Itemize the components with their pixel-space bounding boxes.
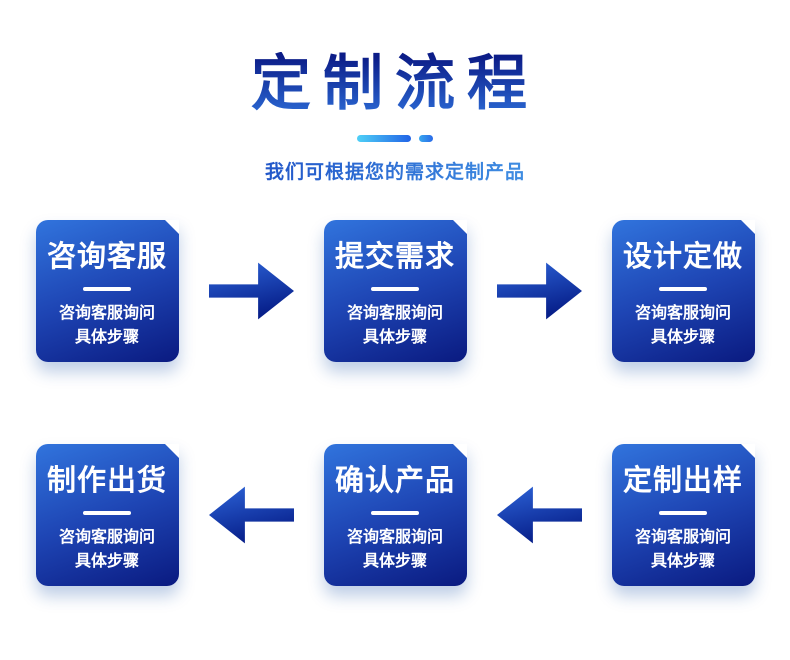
header: 定制流程 我们可根据您的需求定制产品 bbox=[0, 0, 790, 184]
step-desc-line1: 咨询客服询问 bbox=[634, 528, 731, 546]
arrow-cell bbox=[467, 258, 612, 324]
step-desc-line1: 咨询客服询问 bbox=[346, 304, 443, 322]
step-description: 咨询客服询问 具体步骤 bbox=[36, 526, 179, 574]
step-description: 咨询客服询问 具体步骤 bbox=[324, 526, 467, 574]
step-title: 提交需求 bbox=[334, 240, 455, 273]
step-title: 咨询客服 bbox=[46, 240, 167, 273]
step-divider bbox=[83, 510, 131, 515]
arrow-cell bbox=[179, 482, 324, 548]
step-description: 咨询客服询问 具体步骤 bbox=[612, 302, 755, 350]
step-box-submit: 提交需求 咨询客服询问 具体步骤 bbox=[323, 219, 467, 362]
step-title: 确认产品 bbox=[334, 464, 455, 497]
step-description: 咨询客服询问 具体步骤 bbox=[36, 302, 179, 350]
arrow-right-icon bbox=[496, 262, 582, 320]
step-box-consult: 咨询客服 咨询客服询问 具体步骤 bbox=[35, 219, 179, 362]
page-title: 定制流程 bbox=[251, 50, 539, 117]
arrow-cell bbox=[467, 482, 612, 548]
step-divider bbox=[371, 510, 419, 515]
step-desc-line2: 具体步骤 bbox=[650, 552, 715, 570]
step-desc-line1: 咨询客服询问 bbox=[58, 528, 155, 546]
step-box-sample: 定制出样 咨询客服询问 具体步骤 bbox=[611, 443, 755, 586]
step-description: 咨询客服询问 具体步骤 bbox=[324, 302, 467, 350]
step-box-ship: 制作出货 咨询客服询问 具体步骤 bbox=[35, 443, 179, 586]
arrow-left-icon bbox=[496, 486, 582, 544]
title-underline-decoration bbox=[0, 134, 790, 142]
arrow-right-icon bbox=[208, 262, 294, 320]
step-desc-line2: 具体步骤 bbox=[650, 328, 715, 346]
page-subtitle: 我们可根据您的需求定制产品 bbox=[265, 157, 525, 184]
step-box-confirm: 确认产品 咨询客服询问 具体步骤 bbox=[323, 443, 467, 586]
step-title: 设计定做 bbox=[622, 240, 743, 273]
step-desc-line1: 咨询客服询问 bbox=[58, 304, 155, 322]
step-divider bbox=[371, 286, 419, 291]
step-desc-line1: 咨询客服询问 bbox=[634, 304, 731, 322]
step-desc-line1: 咨询客服询问 bbox=[346, 528, 443, 546]
step-divider bbox=[659, 510, 707, 515]
step-description: 咨询客服询问 具体步骤 bbox=[612, 526, 755, 574]
step-title: 制作出货 bbox=[46, 464, 167, 497]
decor-dot bbox=[419, 134, 433, 142]
arrow-left-icon bbox=[208, 486, 294, 544]
step-box-design: 设计定做 咨询客服询问 具体步骤 bbox=[611, 219, 755, 362]
flow-row-top: 咨询客服 咨询客服询问 具体步骤 提交需求 咨询客服询问 具体步骤 bbox=[0, 219, 790, 362]
process-flow-diagram: 咨询客服 咨询客服询问 具体步骤 提交需求 咨询客服询问 具体步骤 bbox=[0, 219, 790, 586]
step-divider bbox=[659, 286, 707, 291]
step-divider bbox=[83, 286, 131, 291]
step-desc-line2: 具体步骤 bbox=[74, 552, 139, 570]
step-title: 定制出样 bbox=[622, 464, 743, 497]
decor-line bbox=[357, 134, 411, 142]
step-desc-line2: 具体步骤 bbox=[74, 328, 139, 346]
arrow-cell bbox=[179, 258, 324, 324]
step-desc-line2: 具体步骤 bbox=[362, 328, 427, 346]
flow-row-bottom: 制作出货 咨询客服询问 具体步骤 确认产品 咨询客服询问 具体步骤 bbox=[0, 443, 790, 586]
step-desc-line2: 具体步骤 bbox=[362, 552, 427, 570]
